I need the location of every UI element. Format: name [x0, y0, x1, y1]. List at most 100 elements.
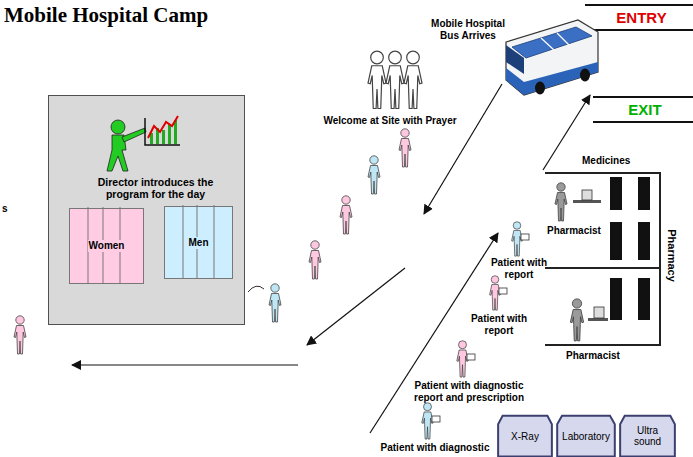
text-holder: Pharmacy: [645, 249, 693, 262]
box-label: Laboratory: [562, 431, 610, 442]
tab-outline: [557, 416, 615, 457]
program-text: Director introduces the program for the …: [88, 176, 223, 200]
people-figures: [404, 51, 422, 108]
pharmacist-figure: [594, 307, 604, 318]
text-holder: Pharmacist: [547, 225, 601, 237]
pharmacist-figure: [582, 190, 592, 200]
people-figures: [386, 51, 404, 108]
pharmacist-figure: [570, 299, 583, 341]
text-holder: Patient with report: [467, 313, 531, 337]
text-holder: Pharmacist: [566, 350, 620, 362]
text-holder: Patient with diagnostic: [372, 442, 498, 454]
people-figures: [309, 241, 321, 279]
box-label: Ultra sound: [630, 425, 666, 447]
bus-illustration: [557, 33, 569, 45]
text-holder: Patient with diagnostic report and presc…: [405, 380, 533, 404]
heading-label: Medicines: [582, 155, 630, 167]
director-figure: [107, 120, 146, 171]
bus-illustration: [506, 20, 598, 95]
pharmacy-area: MedicinesPharmacy: [545, 150, 693, 346]
bus-illustration: [580, 69, 590, 82]
seating-block: Men: [164, 206, 233, 279]
role-label: Pharmacist: [566, 350, 620, 362]
bus-illustration: [506, 20, 598, 95]
pharmacy-walls: [545, 344, 660, 346]
pharmacy-walls: [545, 267, 660, 269]
chart-icon: [148, 116, 178, 138]
people-figures: [340, 196, 352, 234]
pharmacy-walls: [545, 173, 661, 346]
diagnostic-tab: Ultra sound: [619, 415, 676, 457]
vertical-label: Pharmacy: [664, 229, 677, 282]
report-papers: [432, 416, 440, 422]
chart-icon: [145, 116, 180, 145]
seat-rows: [197, 205, 198, 278]
chart-icon: [145, 118, 180, 145]
text-holder: ENTRY: [590, 9, 693, 26]
sign-lines: [593, 96, 693, 98]
bus-illustration: [512, 27, 592, 58]
director-figure: [111, 120, 125, 134]
pharmacist-figure: [555, 183, 567, 221]
director-figure: [122, 128, 146, 142]
seat-rows: [120, 207, 121, 283]
text-holder: Welcome at Site with Prayer: [312, 115, 468, 127]
chart-icon: [168, 124, 171, 144]
flow-arrow: [72, 364, 298, 365]
medicine-shelves: [638, 278, 650, 320]
report-papers: [521, 234, 529, 240]
pharmacist-figure: [555, 183, 608, 341]
people-figures: [422, 403, 433, 439]
tab-outline: [498, 416, 552, 457]
step-label: Welcome at Site with Prayer: [312, 115, 468, 127]
director-figure: [107, 135, 128, 171]
exit-sign: EXIT: [597, 101, 693, 118]
step-label: Mobile Hospital Bus Arrives: [428, 18, 508, 42]
seat-rows: [88, 207, 89, 283]
medicine-shelves: [638, 177, 650, 210]
text-holder: Medicines: [582, 155, 630, 167]
step-label: Patient with diagnostic report and presc…: [405, 380, 533, 404]
bus-illustration: [506, 45, 524, 74]
seat-rows: [214, 205, 215, 278]
sign-lines: [585, 29, 693, 31]
chart-icon: [162, 130, 165, 144]
bus-illustration: [541, 38, 554, 50]
seat-rows: [103, 207, 104, 283]
edge-fragment: s: [2, 203, 8, 215]
flow-arrow: [307, 268, 405, 345]
medicine-shelves: [610, 278, 622, 320]
report-papers: [467, 354, 475, 360]
motion-curve: [248, 286, 264, 292]
medicine-shelves: [610, 222, 622, 260]
role-label: Pharmacist: [547, 225, 601, 237]
sign-lines: [585, 5, 693, 122]
entry-sign: ENTRY: [590, 9, 693, 26]
chart-icon: [174, 120, 177, 144]
diagnostic-tab: Laboratory: [556, 415, 616, 457]
pharmacy-walls: [659, 173, 661, 346]
diagnostic-tab: X-Ray: [497, 415, 553, 457]
step-label: Patient with report: [487, 257, 551, 281]
seat-rows: [183, 205, 184, 278]
chart-icon: [150, 133, 153, 144]
text-holder: Mobile Hospital Bus Arrives: [428, 18, 508, 42]
pharmacy-walls: [545, 172, 661, 174]
step-label: Patient with report: [467, 313, 531, 337]
step-label: Patient with diagnostic: [372, 442, 498, 454]
people-figures: [368, 51, 386, 108]
text-holder: Director introduces the program for the …: [88, 176, 223, 200]
title: Mobile Hospital Camp: [4, 3, 208, 27]
box-label: Men: [188, 237, 210, 249]
flow-arrow: [424, 84, 502, 214]
chart-icon: [156, 128, 159, 144]
text-holder: s: [2, 203, 8, 215]
tab-outline: [620, 416, 675, 457]
seating-block: Women: [69, 208, 144, 284]
medicine-shelves: [610, 177, 650, 320]
pharmacist-figure: [573, 200, 601, 203]
seat-rows: [88, 205, 214, 283]
text-holder: EXIT: [597, 101, 693, 118]
sign-lines: [593, 121, 693, 123]
